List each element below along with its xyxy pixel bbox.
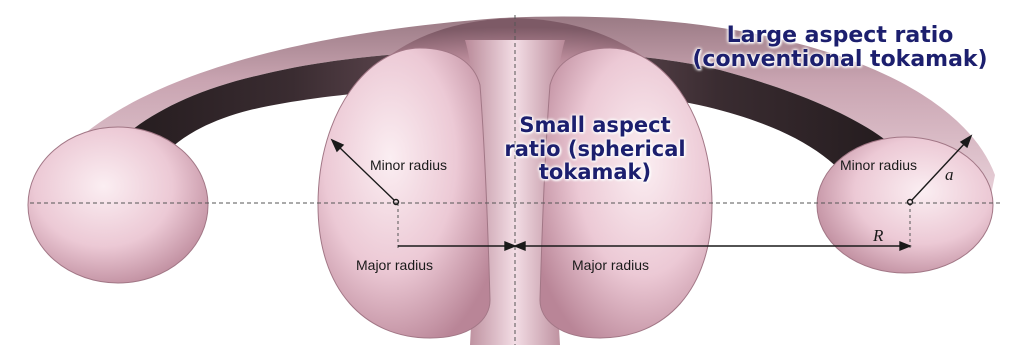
spherical-title-line-2: ratio (spherical [470,138,720,162]
spherical-title-line-1: Small aspect [470,114,720,138]
conventional-minor-radius-label: Minor radius [840,157,917,173]
conventional-left-cross-section [28,127,208,283]
spherical-title-line-3: tokamak) [470,161,720,185]
spherical-major-radius-label: Major radius [356,257,433,273]
spherical-minor-radius-label: Minor radius [370,157,447,173]
conventional-title-line-2: (conventional tokamak) [680,48,1000,72]
major-radius-symbol: R [873,226,883,246]
conventional-tokamak-title: Large aspect ratio (conventional tokamak… [680,24,1000,72]
conventional-major-radius-label: Major radius [572,257,649,273]
conventional-title-line-1: Large aspect ratio [680,24,1000,48]
minor-radius-symbol: a [945,165,954,185]
spherical-tokamak-title: Small aspect ratio (spherical tokamak) [470,114,720,185]
